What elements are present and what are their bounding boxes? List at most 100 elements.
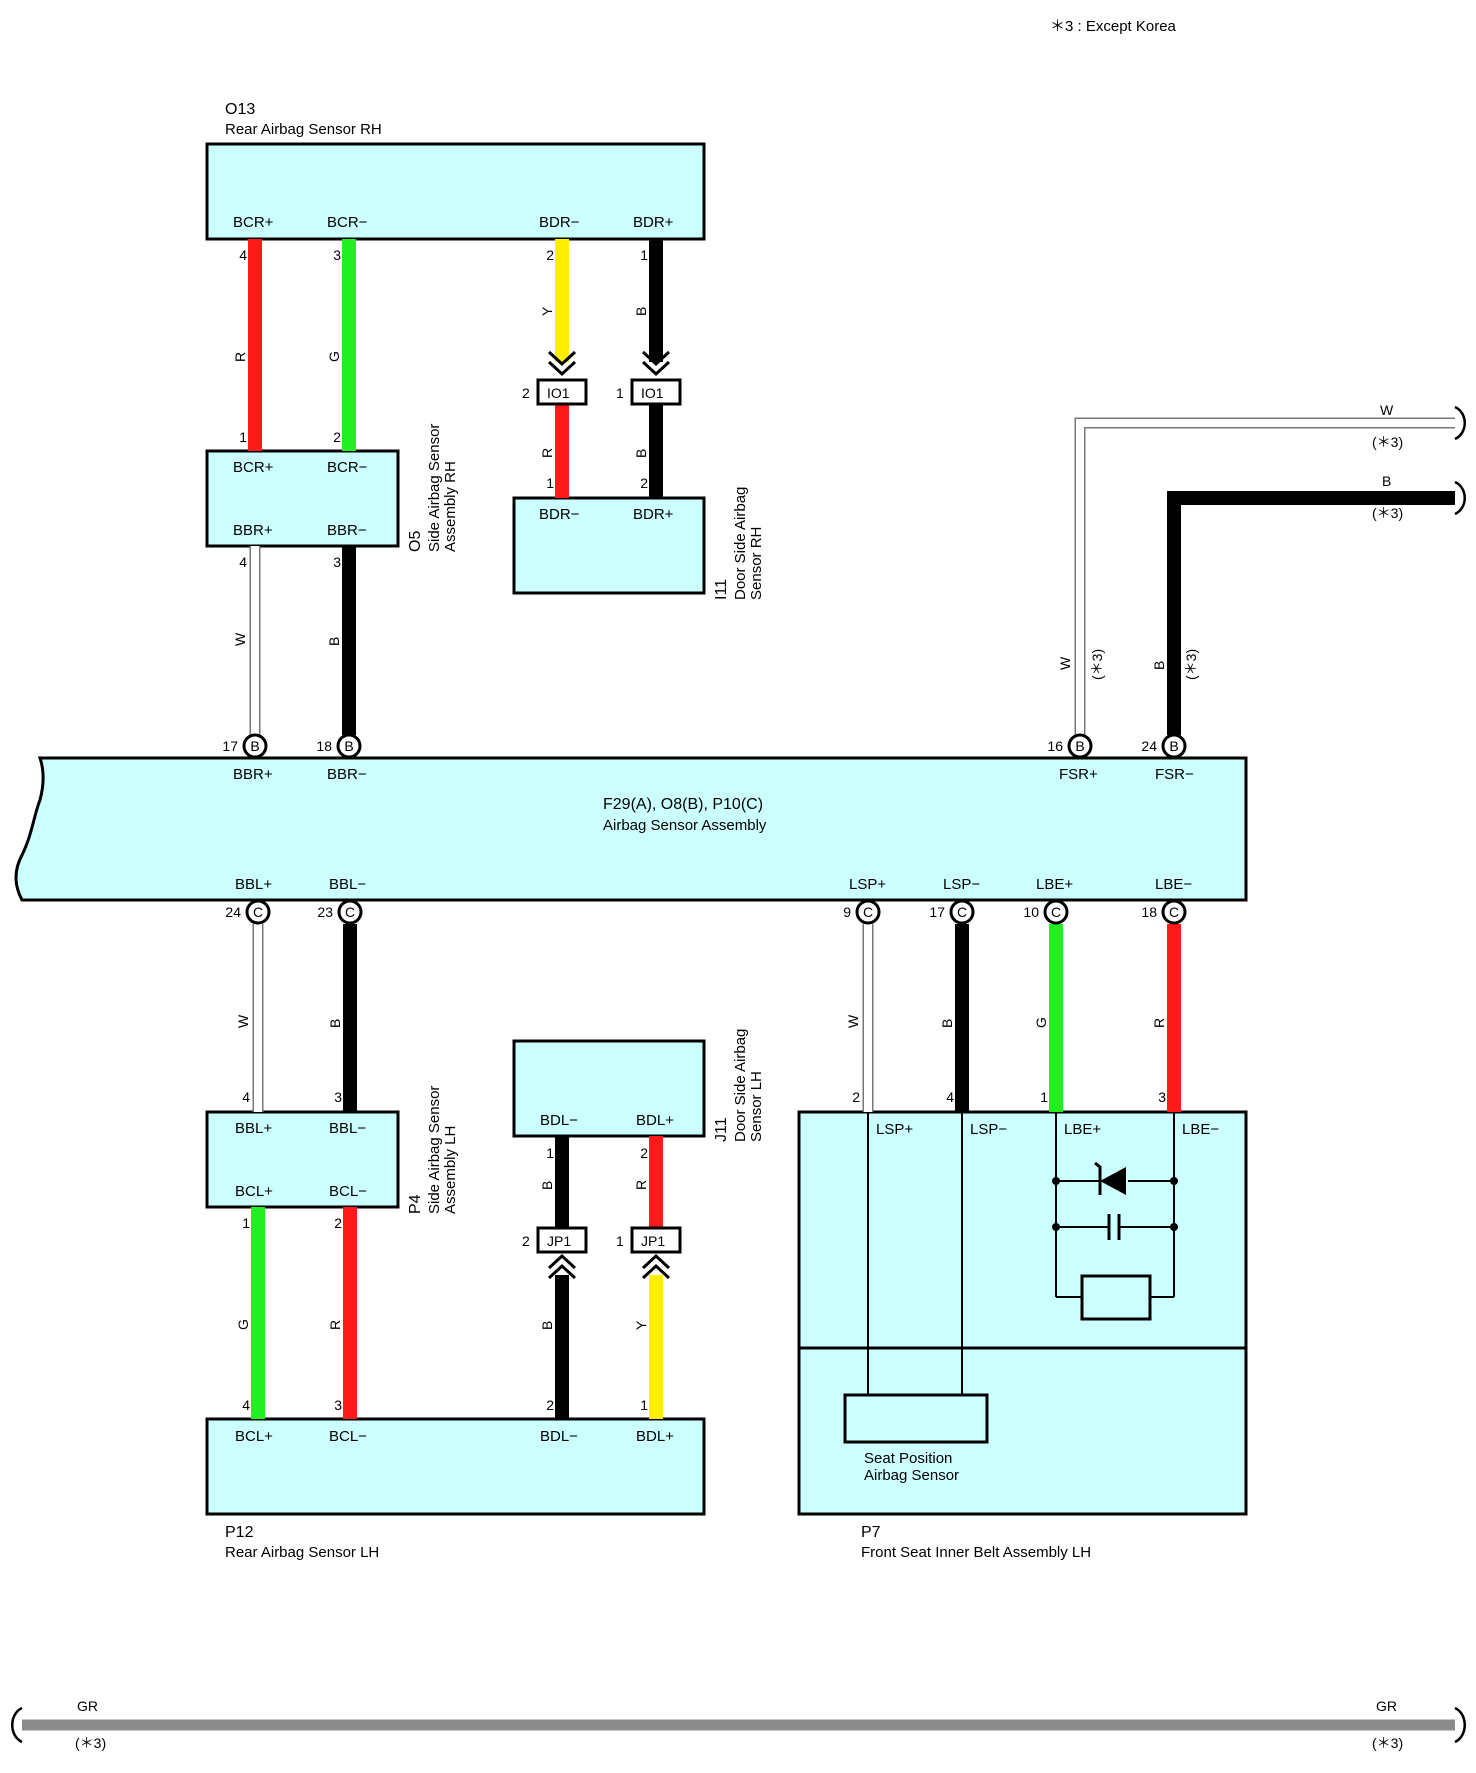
pin-number: 2 (546, 1397, 554, 1413)
pin-number: 2 (640, 475, 648, 491)
zener-bar-icon (1094, 1161, 1102, 1195)
wire-color-code: B (633, 449, 649, 458)
wire-color-code: Y (539, 306, 555, 316)
pin-number: 4 (242, 1089, 250, 1105)
gray-wire-mark-left: (＊3) (75, 1735, 106, 1751)
pin-number: 3 (334, 1397, 342, 1413)
main-pin-bbr-minus: BBR− (327, 766, 367, 783)
right-wire-color: B (1382, 473, 1391, 489)
wire-color-code: R (1151, 1018, 1167, 1028)
o5-name-line1: Side Airbag Sensor (426, 424, 443, 552)
terminal-letter: C (253, 904, 263, 920)
io1-pin-left: 2 (522, 385, 530, 401)
except-mark: (＊3) (1089, 649, 1105, 680)
pin-number: 2 (640, 1145, 648, 1161)
wire-color-code: G (1033, 1017, 1049, 1028)
main-pin-fsr-minus: FSR− (1155, 766, 1194, 783)
wire-color-code: R (539, 448, 555, 458)
main-top-terminals (242, 733, 1187, 759)
terminal-number: 18 (316, 738, 332, 754)
pin-number: 3 (334, 1089, 342, 1105)
terminal-number: 10 (1023, 904, 1039, 920)
i11-pin-bdr-minus: BDR− (539, 506, 580, 523)
wire-color-code: B (539, 1321, 555, 1330)
junction-dot (1170, 1177, 1178, 1185)
o13-pin-bcr-minus: BCR− (327, 214, 368, 231)
i11-box (512, 496, 706, 595)
terminal-letter: C (345, 904, 355, 920)
wire-color-code: B (633, 307, 649, 316)
i11-name-line2: Sensor RH (748, 527, 765, 600)
main-code: F29(A), O8(B), P10(C) (603, 796, 763, 813)
io1-connector (536, 350, 682, 406)
j11-code: J11 (713, 1117, 730, 1142)
main-name: Airbag Sensor Assembly (603, 817, 767, 834)
main-pin-lsp-plus: LSP+ (849, 876, 886, 893)
terminal-number: 16 (1047, 738, 1063, 754)
right-wire-mark: (＊3) (1372, 434, 1403, 450)
seat-position-line2: Airbag Sensor (864, 1467, 959, 1484)
wire-color-code: G (326, 351, 342, 362)
wire-color-code: R (327, 1320, 343, 1330)
pin-number: 1 (239, 429, 247, 445)
terminal-letter: C (957, 904, 967, 920)
wire-color-code: W (232, 632, 248, 646)
pin-number: 2 (333, 429, 341, 445)
wire-black (1167, 491, 1455, 735)
zener-diode-icon (1100, 1167, 1126, 1195)
wire-color-code: B (539, 1181, 555, 1190)
p4-box (205, 1110, 400, 1209)
wire-color-code: R (232, 352, 248, 362)
right-wire-mark: (＊3) (1372, 505, 1403, 521)
jp1-connector (536, 1226, 682, 1280)
terminal-letter: C (1051, 904, 1061, 920)
o5-pin-bbr-minus: BBR− (327, 522, 367, 539)
pin-number: 1 (546, 475, 554, 491)
pin-number: 2 (334, 1215, 342, 1231)
i11-code: I11 (713, 579, 730, 600)
main-bottom-terminals (245, 899, 1187, 925)
wire-color-code: B (326, 637, 342, 646)
wire-color-code: W (235, 1014, 251, 1028)
i11-pin-bdr-plus: BDR+ (633, 506, 674, 523)
terminal-number: 17 (222, 738, 238, 754)
jp1-pin-left: 2 (522, 1233, 530, 1249)
p4-pin-bcl-plus: BCL+ (235, 1183, 273, 1200)
p7-name: Front Seat Inner Belt Assembly LH (861, 1544, 1091, 1561)
pin-number: 3 (1158, 1089, 1166, 1105)
wire-color-code: B (939, 1019, 955, 1028)
p12-pin-bcl-minus: BCL− (329, 1428, 367, 1445)
pin-number: 3 (333, 554, 341, 570)
p4-code: P4 (407, 1194, 424, 1214)
p12-code: P12 (225, 1524, 254, 1541)
main-pin-bbl-minus: BBL− (329, 876, 366, 893)
main-pin-lbe-minus: LBE− (1155, 876, 1192, 893)
pin-number: 4 (239, 247, 247, 263)
io1-label-right: IO1 (641, 385, 664, 401)
wire-color-code: Y (633, 1320, 649, 1330)
wire-white (1076, 419, 1455, 735)
pin-number: 1 (1040, 1089, 1048, 1105)
io1-pin-right: 1 (616, 385, 624, 401)
o13-pin-bdr-minus: BDR− (539, 214, 580, 231)
main-pin-bbl-plus: BBL+ (235, 876, 272, 893)
right-wire-color: W (1380, 402, 1394, 418)
o5-pin-bbr-plus: BBR+ (233, 522, 273, 539)
o13-box (205, 142, 706, 241)
wire-color-code: B (1151, 661, 1167, 670)
terminal-letter: B (1075, 738, 1084, 754)
pin-number: 4 (242, 1397, 250, 1413)
terminal-letter: C (863, 904, 873, 920)
seat-position-line1: Seat Position (864, 1450, 952, 1467)
p7-pin-lsp-plus: LSP+ (876, 1121, 913, 1138)
seat-position-sensor-box (843, 1393, 989, 1444)
wire-break-icon (1454, 405, 1466, 441)
junction-dot (1052, 1223, 1060, 1231)
i11-name-line1: Door Side Airbag (732, 487, 749, 600)
o13-code: O13 (225, 101, 255, 118)
o13-pin-bdr-plus: BDR+ (633, 214, 674, 231)
j11-pin-bdl-minus: BDL− (540, 1112, 578, 1129)
jp1-pin-right: 1 (616, 1233, 624, 1249)
junction-dot (1052, 1177, 1060, 1185)
